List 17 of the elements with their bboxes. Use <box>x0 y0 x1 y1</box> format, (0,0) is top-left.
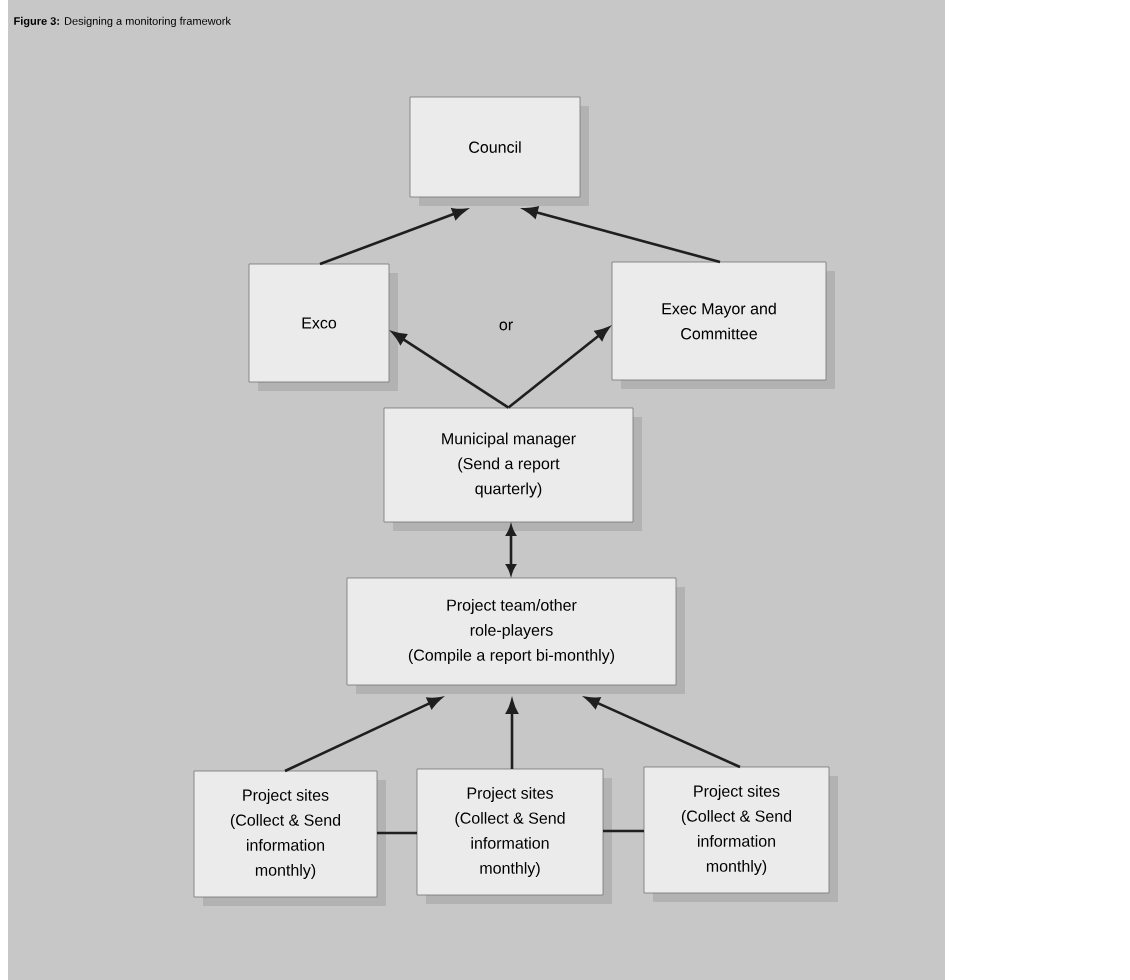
arrow <box>506 699 518 769</box>
process-box: Exec Mayor and Committee <box>611 261 835 389</box>
figure-title: Figure 3: Designing a monitoring framework <box>14 16 231 28</box>
process-box: Project sites (Collect & Send information monthly) <box>416 768 612 904</box>
process-box: Project sites (Collect & Send information monthly) <box>643 766 838 902</box>
arrow <box>506 525 516 575</box>
arrow <box>284 696 442 773</box>
process-box: Municipal manager (Send a report quarterly) <box>383 407 642 531</box>
arrow <box>507 326 610 409</box>
process-box: Project sites (Collect & Send information monthly) <box>193 770 386 906</box>
arrow <box>585 696 741 769</box>
process-box: Project team/other role-players (Compile a report bi-monthly) <box>346 577 685 694</box>
process-box: Council <box>409 96 589 206</box>
connector-label: or <box>499 321 513 331</box>
arrow <box>319 208 467 266</box>
process-box: Exco <box>248 263 398 391</box>
arrow <box>523 206 721 264</box>
